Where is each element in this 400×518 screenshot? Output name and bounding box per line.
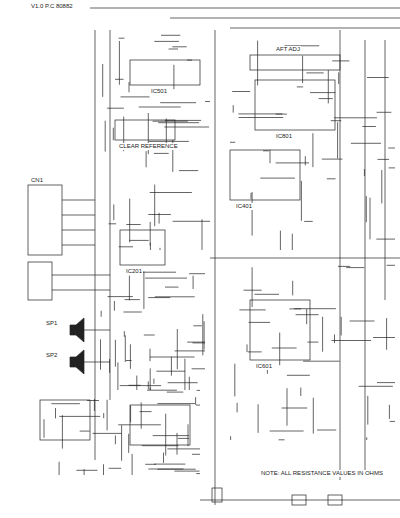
speaker-label: SP1: [45, 320, 58, 327]
wire-segments: [101, 271, 206, 390]
wiring: [44, 35, 395, 475]
bottom-parts: [212, 488, 342, 505]
board-title: V1.0 P.C 80882: [30, 3, 74, 10]
ic-label: IC601: [255, 363, 273, 370]
wire-segments: [231, 265, 395, 440]
ic-label: IC201: [125, 268, 143, 275]
speaker-symbols: [70, 318, 84, 374]
wire-segments: [44, 390, 200, 475]
adjust-label: AFT ADJ: [275, 46, 301, 53]
speaker-label: SP2: [45, 352, 58, 359]
wire-segments: [230, 41, 395, 250]
block-label: CLEAR REFERENCE: [118, 143, 179, 150]
ic-label: IC401: [235, 203, 253, 210]
note-text: NOTE: ALL RESISTANCE VALUES IN OHMS: [260, 470, 384, 477]
bus-lines: [52, 8, 400, 505]
wire-segments: [103, 35, 210, 250]
connector-label: CN1: [30, 177, 44, 184]
connector-block: [28, 185, 62, 300]
ic-label: IC801: [275, 133, 293, 140]
ic-label: IC501: [150, 88, 168, 95]
ic-packages: [40, 55, 340, 445]
